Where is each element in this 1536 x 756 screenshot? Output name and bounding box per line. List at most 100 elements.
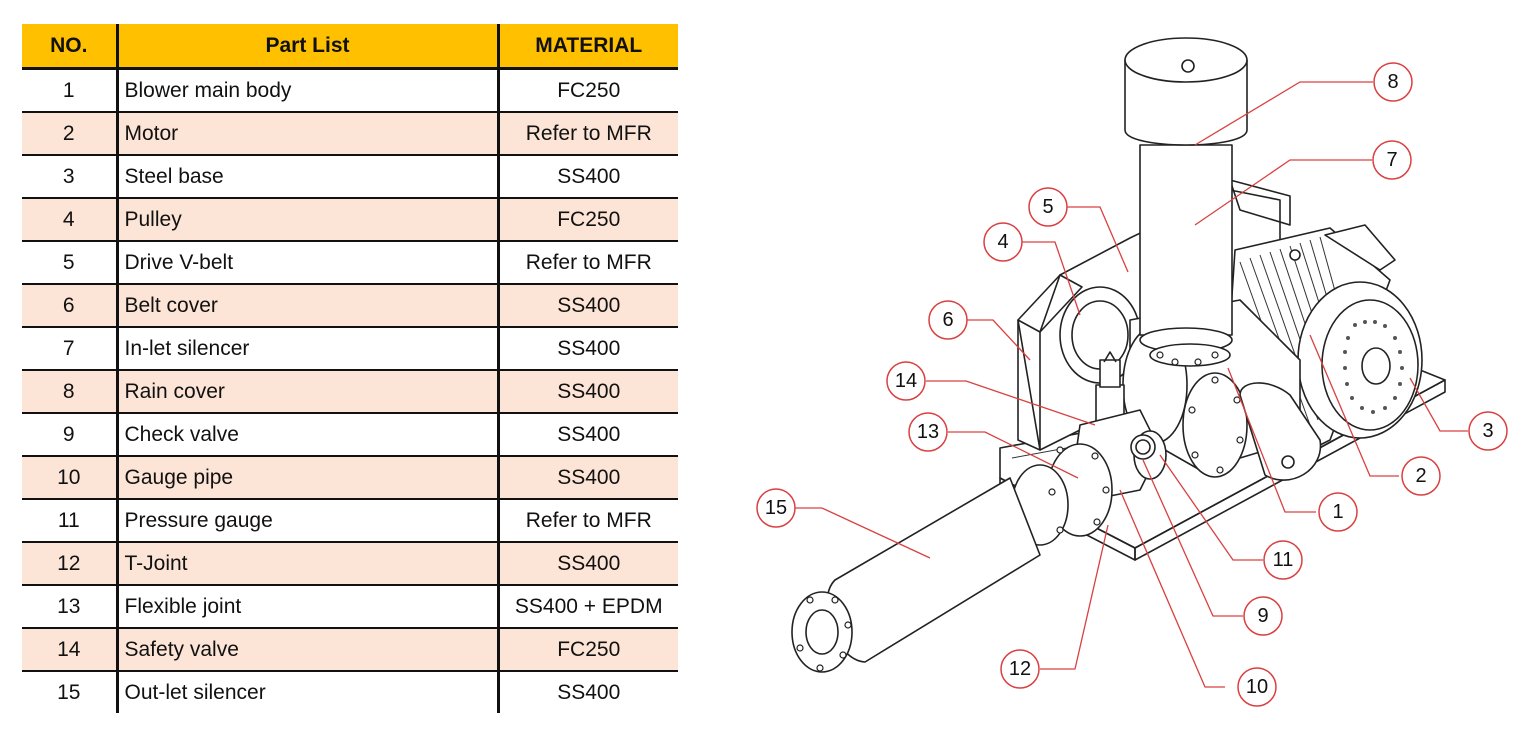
row-material: SS400 [496,370,678,414]
svg-text:5: 5 [1042,196,1053,218]
row-part: Drive V-belt [115,241,498,285]
row-no: 5 [22,241,117,285]
svg-text:12: 12 [1009,658,1031,680]
row-material: SS400 [496,327,678,371]
row-part: Pressure gauge [115,499,498,543]
callout-13: 13 [908,412,948,452]
row-material: SS400 [496,413,678,457]
callout-12: 12 [1000,649,1040,689]
row-part: Belt cover [115,284,498,328]
callout-10: 10 [1237,667,1277,707]
row-part: In-let silencer [115,327,498,371]
row-material: SS400 + EPDM [496,585,678,629]
row-part: Check valve [115,413,498,457]
row-part: Blower main body [115,68,498,113]
svg-text:14: 14 [895,370,917,392]
header-material: MATERIAL [496,24,678,70]
row-material: SS400 [496,542,678,586]
row-part: Flexible joint [115,585,498,629]
svg-text:11: 11 [1273,549,1294,571]
row-no: 15 [57,680,81,704]
callout-14: 14 [886,361,926,401]
row-no: 10 [22,456,117,500]
callout-6: 6 [928,300,968,340]
svg-text:15: 15 [765,497,787,519]
row-material: FC250 [496,68,678,113]
pressure-gauge-drawing [1130,434,1156,460]
callout-9: 9 [1243,596,1283,636]
row-part: Rain cover [115,370,498,414]
callout-5: 5 [1028,187,1068,227]
row-part: Gauge pipe [115,456,498,500]
row-no: 12 [22,542,117,586]
svg-text:4: 4 [997,231,1008,253]
svg-text:1: 1 [1332,501,1343,523]
callouts: 1 2 3 4 5 6 7 8 9 10 11 12 13 14 15 [756,62,1508,707]
svg-text:13: 13 [917,421,939,443]
svg-text:8: 8 [1387,71,1398,93]
safety-valve-drawing [1095,351,1125,426]
callout-1: 1 [1318,492,1358,532]
svg-text:6: 6 [942,309,953,331]
table-header-row: NO. Part List MATERIAL [22,24,678,70]
svg-text:7: 7 [1386,149,1397,171]
row-material: Refer to MFR [496,241,678,285]
row-no: 3 [22,155,117,199]
header-part-list: Part List [115,24,498,70]
row-part: T-Joint [115,542,498,586]
row-material: SS400 [496,155,678,199]
row-material: Refer to MFR [496,112,678,156]
svg-text:3: 3 [1482,420,1493,442]
row-part: Safety valve [115,628,498,672]
row-material: SS400 [496,284,678,328]
row-part: Motor [115,112,498,156]
row-no: 4 [22,198,117,242]
svg-text:2: 2 [1415,465,1426,487]
row-material: Refer to MFR [496,499,678,543]
callout-2: 2 [1401,456,1441,496]
row-no: 9 [22,413,117,457]
row-no: 13 [22,585,117,629]
svg-text:10: 10 [1246,676,1268,698]
row-no: 1 [22,68,117,113]
row-material: SS400 [496,671,678,713]
callout-3: 3 [1468,411,1508,451]
callout-15: 15 [756,488,796,528]
row-part: Steel base [115,155,498,199]
row-no: 6 [22,284,117,328]
header-no: NO. [22,24,117,70]
callout-11: 11 [1263,540,1303,580]
row-part: Pulley [115,198,498,242]
row-no: 7 [22,327,117,371]
row-no: 8 [22,370,117,414]
inlet-silencer-drawing [1139,144,1233,367]
row-material: FC250 [496,198,678,242]
row-part: Out-let silencer [115,671,498,713]
row-material: FC250 [496,628,678,672]
callout-4: 4 [983,222,1023,262]
row-material: SS400 [496,456,678,500]
svg-text:9: 9 [1257,605,1268,627]
row-no: 14 [22,628,117,672]
callout-8: 8 [1373,62,1413,102]
row-no: 11 [22,499,117,543]
rain-cover-drawing [1124,37,1248,146]
callout-7: 7 [1372,140,1412,180]
outlet-silencer-drawing [791,477,1041,673]
